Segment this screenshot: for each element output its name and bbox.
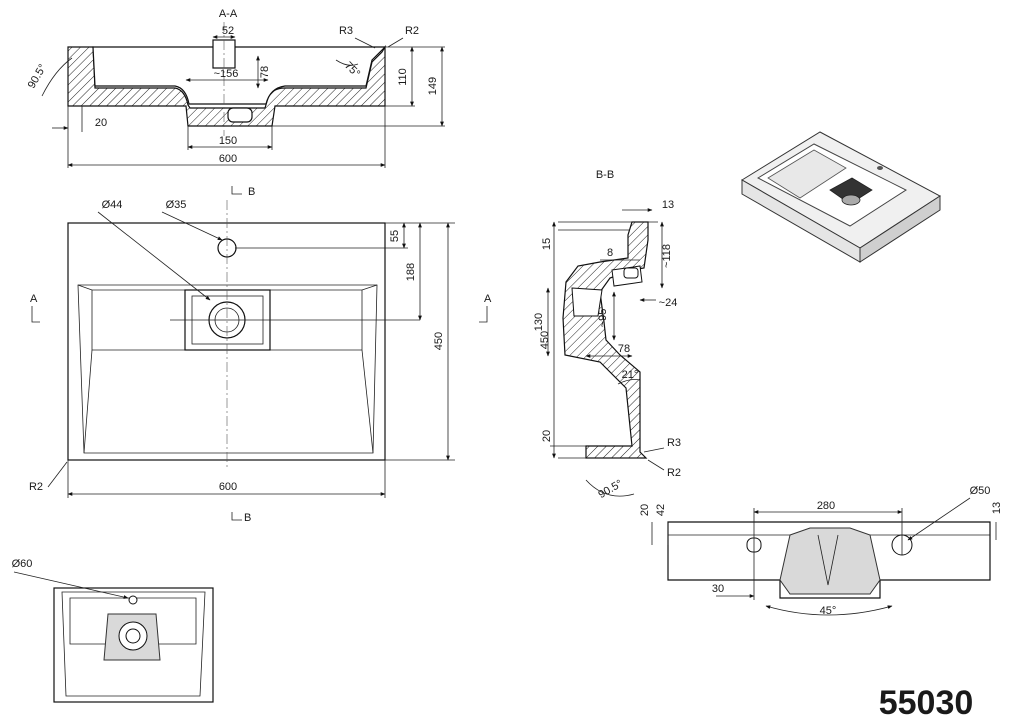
- dim-bb-8: 8: [607, 247, 613, 259]
- side-view: 280 Ø50 20 42 13 30 45°: [639, 485, 1003, 617]
- cut-b-bottom-label: B: [244, 512, 251, 524]
- dim-aa-156: ~156: [214, 68, 239, 80]
- dim-aa-r2: R2: [405, 25, 419, 37]
- dim-bb-90-5deg: 90.5°: [596, 478, 624, 501]
- dim-side-45deg: 45°: [820, 605, 837, 617]
- bottom-view: Ø60: [12, 558, 214, 703]
- dim-aa-110: 110: [397, 68, 409, 86]
- dim-bb-13: 13: [662, 199, 674, 211]
- section-bb-profile: [562, 221, 649, 459]
- dim-bb-78: 78: [618, 343, 630, 355]
- dim-aa-149: 149: [427, 77, 439, 95]
- dim-aa-r3: R3: [339, 25, 353, 37]
- drain-profile-side: [779, 527, 881, 595]
- cut-a-right-label: A: [484, 293, 492, 305]
- section-aa-view: A-A 52 ~156 78 R3 R2 75° 90.5° 110 149: [26, 8, 445, 168]
- dim-top-d44: Ø44: [102, 199, 123, 211]
- top-view: B Ø44 Ø35 55 188 450 600 R2 A A: [29, 186, 492, 524]
- dim-aa-78: 78: [259, 66, 271, 78]
- dim-side-280: 280: [817, 500, 835, 512]
- section-bb-title: B-B: [596, 169, 614, 181]
- section-aa-title: A-A: [219, 8, 238, 20]
- dim-side-d50: Ø50: [970, 485, 991, 497]
- dim-bb-130: 130: [533, 313, 545, 331]
- model-number: 55030: [879, 684, 974, 722]
- dim-aa-90-5deg: 90.5°: [26, 62, 49, 90]
- dim-bb-20: 20: [541, 430, 553, 442]
- sink-outline-top: [67, 222, 386, 461]
- dim-aa-20: 20: [95, 117, 107, 129]
- dim-aa-150: 150: [219, 135, 237, 147]
- bottom-outline: [53, 587, 214, 703]
- side-outline: [667, 521, 991, 599]
- basin-outline-top: [77, 284, 378, 454]
- dim-top-600: 600: [219, 481, 237, 493]
- dim-bb-21deg: 21°: [622, 369, 639, 381]
- cut-a-left-label: A: [30, 293, 38, 305]
- dim-top-450: 450: [433, 332, 445, 350]
- dim-bottom-d60: Ø60: [12, 558, 33, 570]
- dim-side-20: 20: [639, 504, 651, 516]
- dim-bb-24: ~24: [659, 297, 678, 309]
- dim-side-13: 13: [991, 502, 1003, 514]
- dim-top-r2: R2: [29, 481, 43, 493]
- dim-bb-r3: R3: [667, 437, 681, 449]
- dim-bb-r2: R2: [667, 467, 681, 479]
- cut-b-top-label: B: [248, 186, 255, 198]
- dim-top-188: 188: [405, 263, 417, 281]
- dim-side-30: 30: [712, 583, 724, 595]
- dim-bb-118: ~118: [661, 244, 673, 268]
- dim-top-55: 55: [389, 230, 401, 242]
- dim-side-42: 42: [655, 504, 667, 516]
- perspective-view: [741, 131, 941, 263]
- section-bb-view: B-B 450 15 13 ~118 8 ~24 ~95 130 78 21° …: [533, 169, 681, 501]
- dim-bb-95: ~95: [597, 309, 609, 328]
- drain-opening: [227, 107, 253, 123]
- dim-aa-600: 600: [219, 153, 237, 165]
- dim-top-d35: Ø35: [166, 199, 187, 211]
- dim-aa-52: 52: [222, 25, 234, 37]
- dim-bb-15: 15: [541, 238, 553, 250]
- dim-bb-450: 450: [539, 331, 551, 349]
